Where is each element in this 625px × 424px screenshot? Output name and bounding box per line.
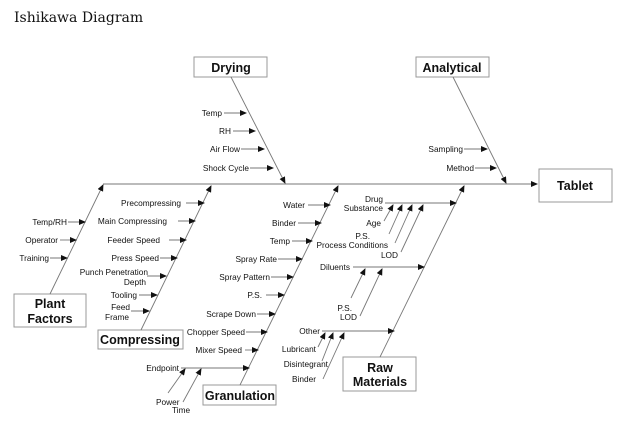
sub-cause-label: LOD xyxy=(340,312,357,322)
category-label: Raw xyxy=(367,361,393,375)
category-label: Plant xyxy=(35,297,66,311)
sub-cause-label: Power xyxy=(156,397,180,407)
cause-label: Scrape Down xyxy=(206,309,256,319)
sub-cause-label: P.S. xyxy=(337,303,352,313)
sub-cause-label: LOD xyxy=(381,250,398,260)
category-label: Drying xyxy=(211,61,251,75)
sub-cause-label: Binder xyxy=(292,374,316,384)
cause-label: Diluents xyxy=(320,262,350,272)
cause-label: Depth xyxy=(124,277,147,287)
cause-label: Temp xyxy=(270,236,291,246)
cause-label: Spray Pattern xyxy=(219,272,270,282)
category-granulation: Granulation Water Binder Temp Spray Rate… xyxy=(146,185,339,415)
cause-label: Main Compressing xyxy=(98,216,168,226)
sub-cause-label: Process Conditions xyxy=(317,240,388,250)
cause-label: Temp/RH xyxy=(32,217,67,227)
sub-cause-label: Lubricant xyxy=(282,344,317,354)
category-compressing: Compressing Precompressing Main Compress… xyxy=(80,185,212,350)
cause-label: Binder xyxy=(272,218,296,228)
cause-label: Substance xyxy=(344,203,384,213)
cause-label: Press Speed xyxy=(111,253,159,263)
effect-box-tablet: Tablet xyxy=(538,168,613,203)
cause-label: Air Flow xyxy=(210,144,241,154)
cause-label: Method xyxy=(446,163,474,173)
cause-label: Operator xyxy=(25,235,58,245)
cause-label: Chopper Speed xyxy=(187,327,246,337)
cause-label: Drug xyxy=(365,194,383,204)
cause-label: Spray Rate xyxy=(235,254,277,264)
cause-label: Temp xyxy=(202,108,223,118)
sub-cause-label: Age xyxy=(366,218,381,228)
cause-label: P.S. xyxy=(247,290,262,300)
category-label: Factors xyxy=(27,312,72,326)
cause-label: Frame xyxy=(105,312,129,322)
cause-label: Punch Penetration xyxy=(80,267,149,277)
category-label: Analytical xyxy=(422,61,481,75)
cause-label: Shock Cycle xyxy=(203,163,249,173)
cause-label: Feed xyxy=(111,302,130,312)
sub-cause-label: Disintegrant xyxy=(284,359,329,369)
category-label: Compressing xyxy=(100,333,180,347)
page-title: Ishikawa Diagram xyxy=(14,10,144,26)
category-plant-factors: Plant Factors Temp/RH Operator Training xyxy=(13,184,104,328)
cause-label: Mixer Speed xyxy=(195,345,242,355)
category-raw-materials: Raw Materials Drug Substance Age P.S. Pr… xyxy=(282,185,465,392)
cause-label: Other xyxy=(299,326,320,336)
category-label: Materials xyxy=(353,375,407,389)
cause-label: RH xyxy=(219,126,231,136)
effect-label: Tablet xyxy=(557,179,594,193)
category-label: Granulation xyxy=(205,389,275,403)
category-analytical: Analytical Sampling Method xyxy=(415,56,507,184)
cause-label: Precompressing xyxy=(121,198,181,208)
cause-label: Tooling xyxy=(111,290,138,300)
category-drying: Drying Temp RH Air Flow Shock Cycle xyxy=(193,56,286,184)
cause-label: Endpoint xyxy=(146,363,179,373)
cause-label: Feeder Speed xyxy=(107,235,160,245)
cause-label: Sampling xyxy=(428,144,463,154)
sub-cause-label: Time xyxy=(172,405,191,415)
cause-label: Water xyxy=(283,200,305,210)
cause-label: Training xyxy=(19,253,49,263)
sub-cause-label: P.S. xyxy=(355,231,370,241)
